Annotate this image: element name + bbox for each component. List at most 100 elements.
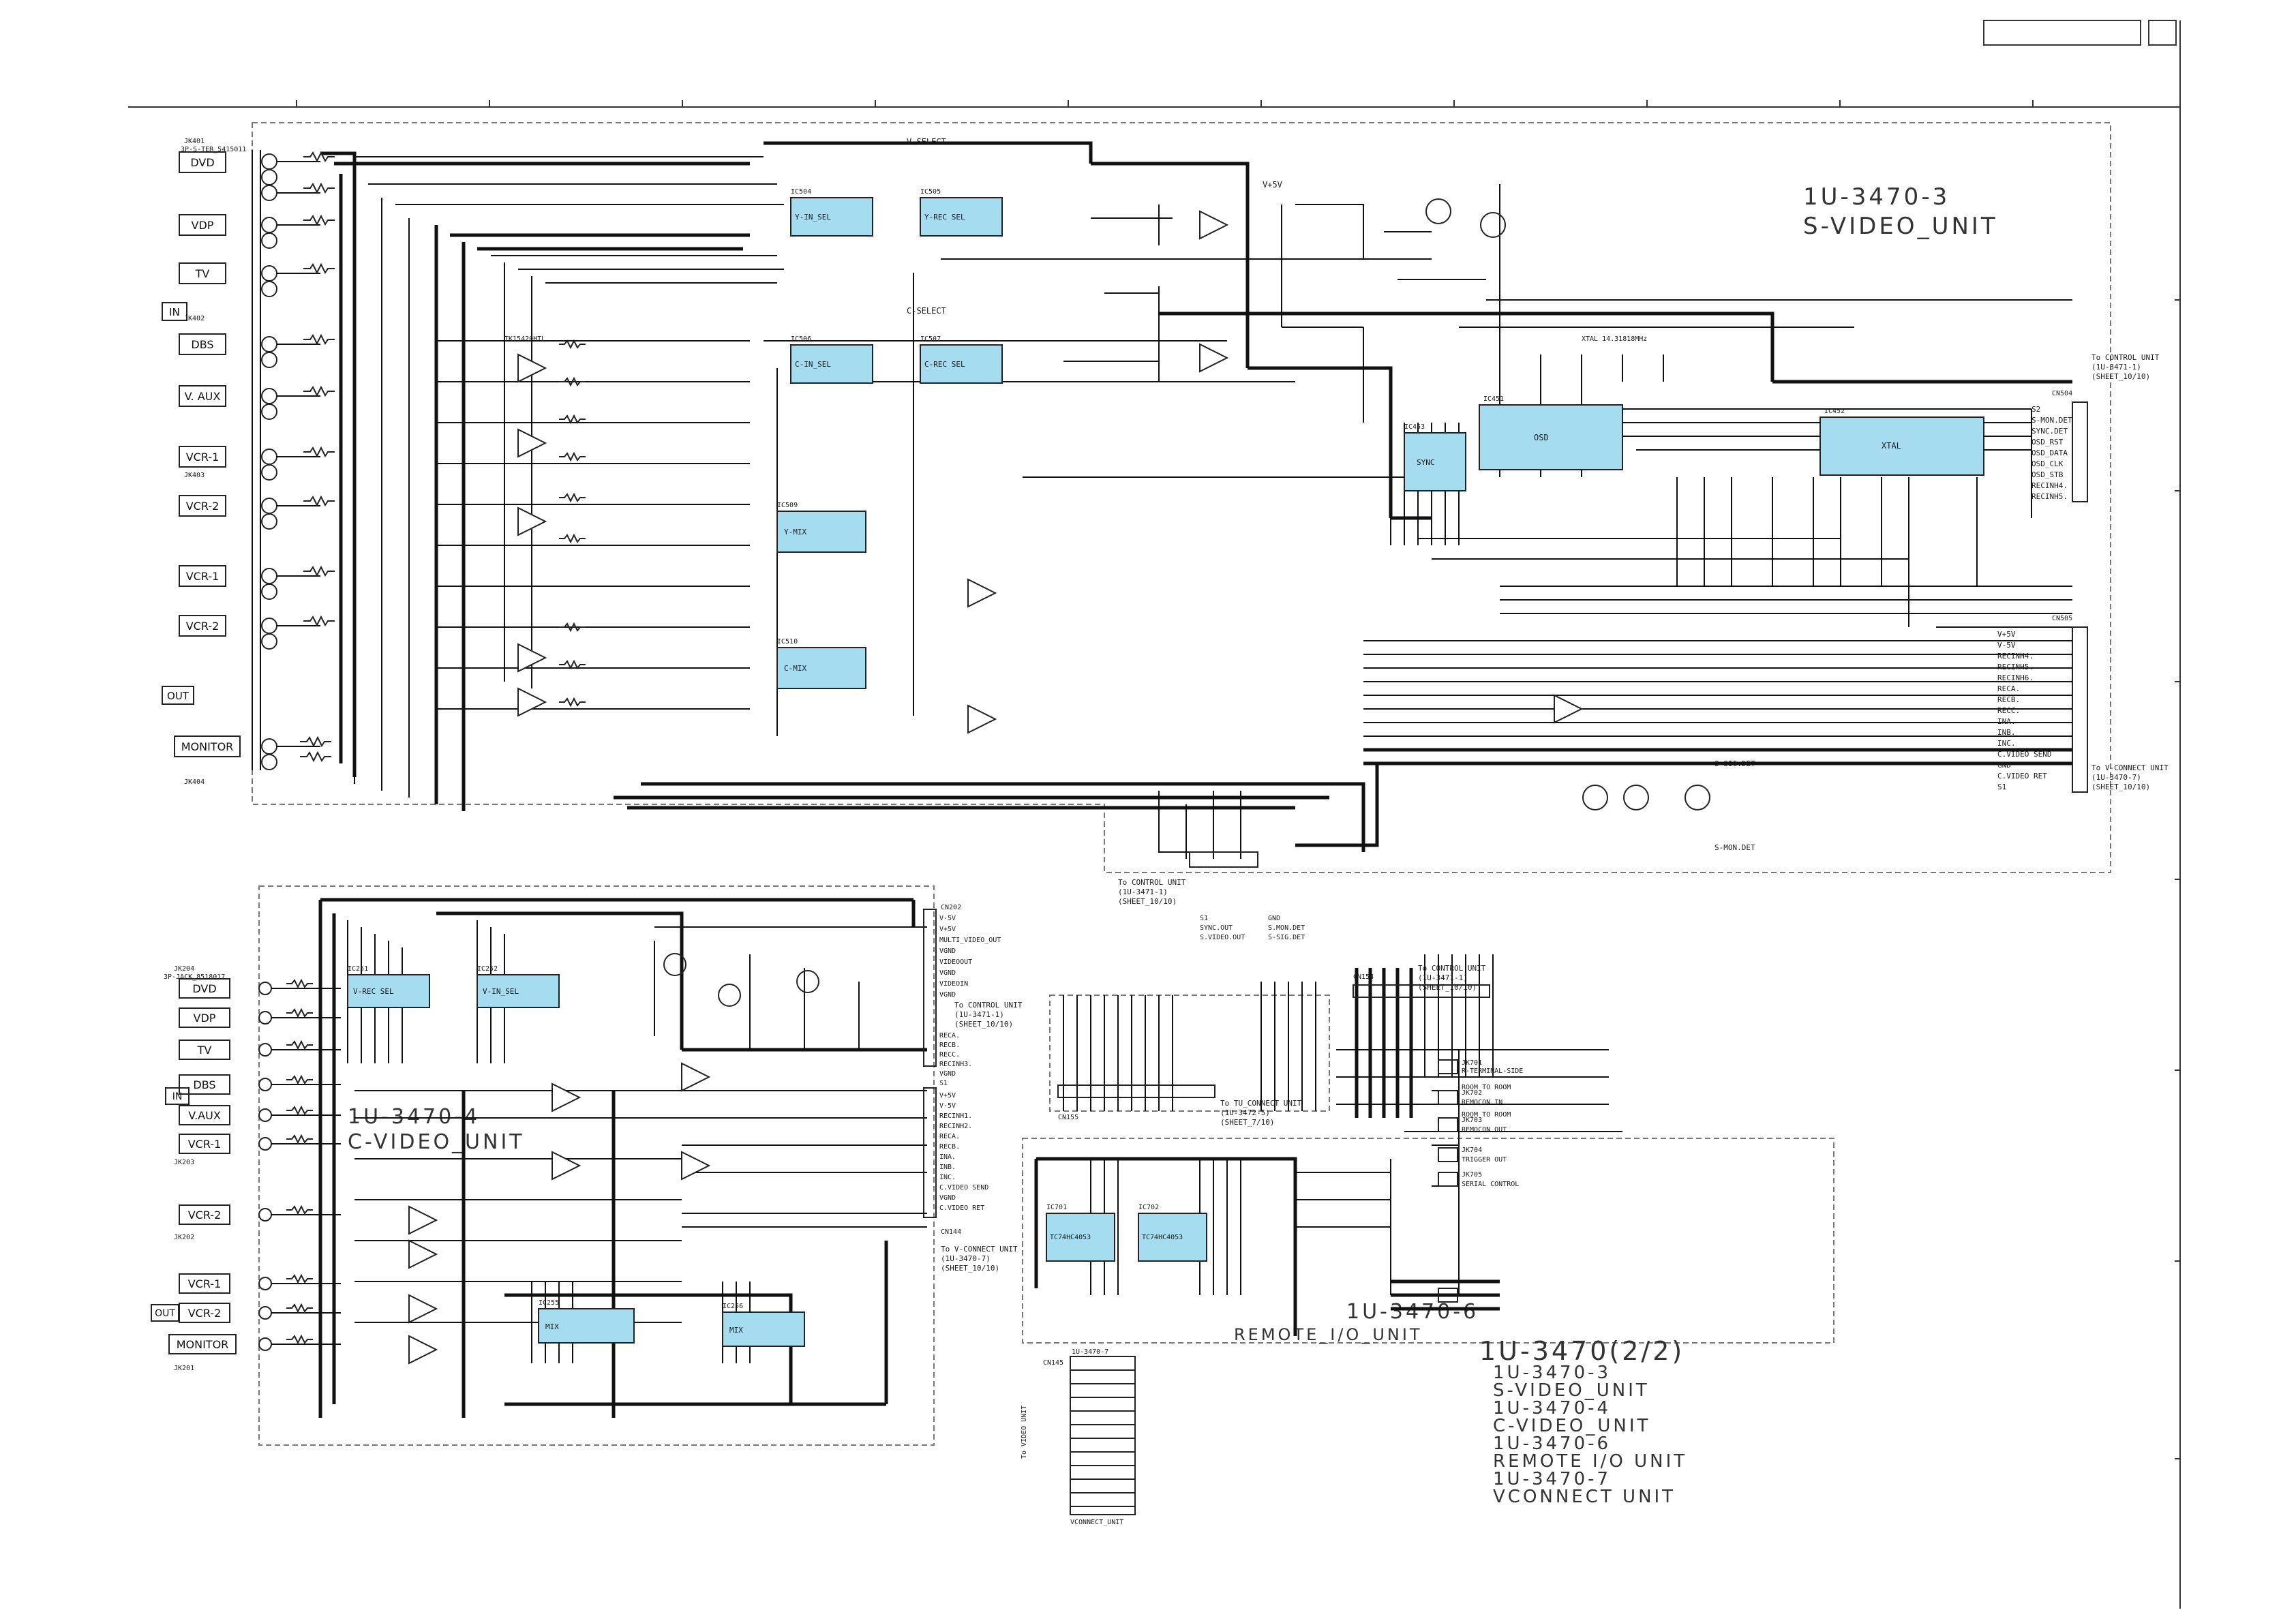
- ic509-ref: IC509: [777, 502, 798, 509]
- ic-507-c-rec-sel: C-REC SEL IC507: [920, 335, 1003, 384]
- s-jack-part: 3P-S-TER_5415011: [181, 146, 246, 153]
- sbc-pin-6: S-SIG.DET: [1268, 934, 1305, 941]
- s-video-passives: [300, 151, 586, 763]
- ic452-label: XTAL: [1882, 441, 1901, 451]
- title-block: 1U-3470(2/2) 1U-3470-3 S-VIDEO_UNIT 1U-3…: [1479, 1336, 1685, 1507]
- cn202-pin-11: RECC.: [939, 1051, 960, 1059]
- cn505-pin-1: V+5V: [1997, 630, 2016, 639]
- remote-jack-lbl-4: TRIGGER OUT: [1462, 1156, 1507, 1164]
- ic510-ref: IC510: [777, 638, 798, 646]
- cn144-pin-9: INC.: [939, 1174, 956, 1181]
- cn155-sheet: (SHEET_7/10): [1220, 1118, 1274, 1127]
- cn202-pin-4: VGND: [939, 947, 956, 955]
- title-line-8: VCONNECT UNIT: [1493, 1487, 1676, 1507]
- cn505-pin-2: V-5V: [1997, 641, 2016, 650]
- s-jack-dbs: DBS: [191, 338, 213, 351]
- cn202-ref: CN202: [941, 904, 961, 911]
- ic509-label: Y-MIX: [784, 528, 806, 536]
- s-jack-ref-4: JK404: [184, 778, 205, 786]
- cn202-pin-1: V-5V: [939, 915, 956, 922]
- ic-702-mux: TC74HC4053 IC702: [1138, 1204, 1207, 1262]
- c-video-transistors: [663, 953, 819, 1007]
- c-jack-vcr2: VCR-2: [188, 1209, 222, 1222]
- remote-jack-lbl-5: SERIAL CONTROL: [1462, 1181, 1519, 1188]
- ic255-ref: IC255: [539, 1299, 559, 1307]
- cn505-pin-11: INC.: [1997, 739, 2016, 748]
- v5v-label: V+5V: [1263, 180, 1282, 189]
- cn504-sheet: (SHEET_10/10): [2091, 372, 2150, 381]
- cn145-title: 1U-3470-7: [1072, 1348, 1108, 1356]
- title-line-3: 1U-3470-4: [1493, 1398, 1611, 1419]
- sbc-sheet: (SHEET_10/10): [1118, 897, 1177, 906]
- c-video-unit-id: 1U-3470-4: [348, 1105, 480, 1129]
- cn145-ref: CN145: [1043, 1359, 1063, 1367]
- c-jack-dbs: DBS: [193, 1078, 215, 1091]
- s-video-jack-labels: DVD VDP TV IN DBS V. AUX VCR-1 VCR-2 VCR…: [162, 138, 246, 786]
- c-jack-part: 3P-JACK_8518017: [164, 973, 225, 981]
- sbc-pin-1: S1: [1200, 915, 1208, 922]
- remote-jack-lbl-1: R-TERMINAL-SIDE: [1462, 1067, 1523, 1075]
- cn505-pin-8: RECC.: [1997, 706, 2020, 715]
- cn154-sheet: (SHEET_10/10): [1418, 983, 1477, 992]
- cn202-pin-10: RECB.: [939, 1042, 960, 1049]
- c-video-jack-labels: DVD VDP TV DBS IN V.AUX VCR-1 VCR-2 VCR-…: [151, 965, 237, 1372]
- c-select-label: C-SELECT: [907, 306, 946, 316]
- ic-256-mix: MIX IC256: [722, 1303, 805, 1347]
- ic702-ref: IC702: [1138, 1204, 1159, 1211]
- ic-510-c-mix: C-MIX IC510: [776, 638, 866, 689]
- c-jack-ref-1: JK204: [174, 965, 194, 973]
- remote-jack-ref-5: JK705: [1462, 1171, 1482, 1179]
- cn144-pin-4: RECINH2.: [939, 1123, 972, 1130]
- cn504-pin-4: OSD_RST: [2031, 438, 2064, 446]
- cn505-pin-6: RECA.: [1997, 684, 2020, 693]
- cn144-sub: (1U-3470-7): [941, 1254, 991, 1263]
- v-select-label: V-SELECT: [907, 137, 946, 147]
- ic-252-v-in-sel: V-IN_SEL IC252: [477, 965, 560, 1008]
- ic-451-osd: OSD IC451: [1479, 395, 1623, 470]
- s-jack-circles: [261, 153, 277, 770]
- cn505-pin-4: RECINH5.: [1997, 663, 2034, 671]
- remote-unit-id: 1U-3470-6: [1346, 1300, 1479, 1324]
- cn504-pin-7: OSD_STB: [2031, 470, 2064, 479]
- ic252-ref: IC252: [477, 965, 498, 973]
- s-video-unit-id: 1U-3470-3: [1803, 183, 1950, 211]
- sbc-sub: (1U-3471-1): [1118, 888, 1168, 896]
- ic701-part: TC74HC4053: [1050, 1234, 1091, 1241]
- cn505-pin-10: INB.: [1997, 728, 2016, 737]
- cn144-pin-8: INB.: [939, 1164, 956, 1171]
- ic-255-mix: MIX IC255: [538, 1299, 635, 1344]
- cn505-title: To V-CONNECT UNIT: [2091, 763, 2169, 772]
- remote-jack-lbl-2b: REMOCON IN: [1462, 1099, 1502, 1106]
- cn504-ref: CN504: [2052, 390, 2072, 397]
- misc-s-sig-det: S-SIG.DET: [1715, 759, 1755, 768]
- cn144-pin-5: RECA.: [939, 1133, 960, 1140]
- ic451-ref: IC451: [1483, 395, 1504, 403]
- cn505-pin-5: RECINH6.: [1997, 673, 2034, 682]
- ic-504-y-in-sel: Y-IN_SEL IC504: [790, 188, 873, 237]
- ic505-label: Y-REC SEL: [924, 213, 965, 222]
- cn505-pin-9: INA.: [1997, 717, 2016, 726]
- sbc-pin-4: GND: [1268, 915, 1280, 922]
- cn144-pin-2: V-5V: [939, 1102, 956, 1110]
- s-jack-monitor: MONITOR: [181, 740, 234, 753]
- s-video-transistors: [1425, 198, 1710, 810]
- c-in-label: IN: [172, 1091, 183, 1102]
- s-jack-vcr1-out: VCR-1: [186, 570, 220, 583]
- ic251-label: V-REC SEL: [353, 987, 394, 996]
- cn202-pin-13: VGND: [939, 1070, 956, 1078]
- cn505-pin-12: C.VIDEO SEND: [1997, 750, 2051, 759]
- cn145-side-title: To VIDEO UNIT: [1021, 1406, 1028, 1459]
- cn504-pin-1: S2: [2031, 405, 2040, 414]
- cn202-pin-5: VIDEOOUT: [939, 958, 972, 966]
- cn155-sub: (1U-3472-5): [1220, 1108, 1270, 1117]
- remote-jack-ref-2: JK702: [1462, 1089, 1482, 1097]
- c-jack-dvd: DVD: [192, 982, 216, 995]
- cn144-pin-10: C.VIDEO SEND: [939, 1184, 988, 1192]
- remote-jacks: JK701 R-TERMINAL-SIDE JK702 ROOM TO ROOM…: [1438, 1059, 1523, 1303]
- cn505-sheet: (SHEET_10/10): [2091, 783, 2150, 791]
- cn155-ref: CN155: [1058, 1114, 1078, 1121]
- c-video-unit-name: C-VIDEO_UNIT: [348, 1130, 525, 1154]
- cn505-pin-14: C.VIDEO RET: [1997, 772, 2047, 780]
- cn504-pin-5: OSD_DATA: [2031, 449, 2068, 457]
- cn202-pin-9: RECA.: [939, 1032, 960, 1040]
